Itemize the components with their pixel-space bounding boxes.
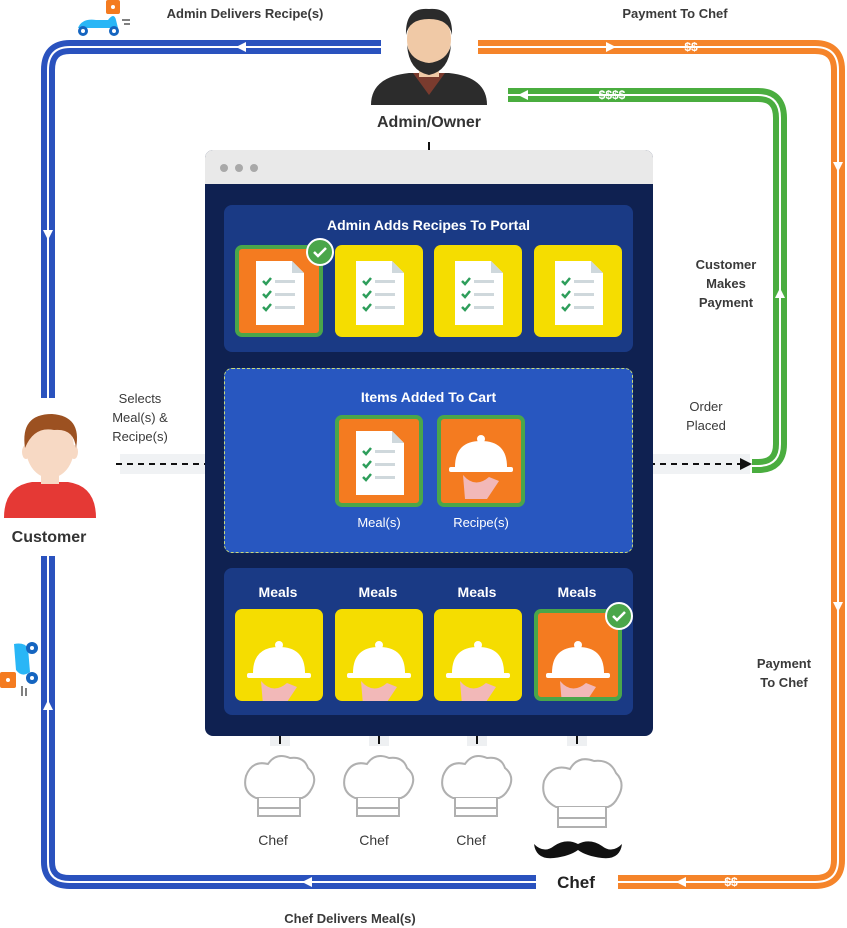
recipe-document-icon bbox=[555, 261, 603, 325]
chef-hat-icon bbox=[343, 755, 415, 817]
meals-title: Meals bbox=[557, 584, 597, 600]
meal-tile[interactable] bbox=[335, 609, 423, 701]
green-customer-payment-path bbox=[508, 88, 787, 473]
recipe-tile[interactable] bbox=[335, 245, 423, 337]
meal-tile[interactable] bbox=[235, 609, 323, 701]
window-dot bbox=[250, 164, 258, 172]
cart-recipe-tile[interactable] bbox=[437, 415, 525, 507]
serving-cloche-icon bbox=[446, 641, 510, 701]
selects-label: Selects Meal(s) & Recipe(s) bbox=[112, 391, 168, 444]
serving-cloche-icon bbox=[449, 435, 513, 499]
meals-title: Meals bbox=[457, 584, 497, 600]
window-dot bbox=[235, 164, 243, 172]
window-dot bbox=[220, 164, 228, 172]
meal-tile[interactable] bbox=[434, 609, 522, 701]
customer-payment-amount: $$$$ bbox=[598, 88, 626, 102]
orange-payment-path bbox=[478, 40, 845, 889]
chef-hat-icon bbox=[441, 755, 513, 817]
mustache-icon bbox=[534, 841, 622, 859]
window-titlebar bbox=[205, 150, 653, 184]
serving-cloche-icon bbox=[347, 641, 411, 701]
scooter-icon bbox=[78, 0, 130, 36]
chef-hat-icon bbox=[244, 755, 316, 817]
admin-delivers-label: Admin Delivers Recipe(s) bbox=[166, 6, 324, 21]
recipe-document-icon bbox=[256, 261, 304, 325]
recipe-document-icon bbox=[455, 261, 503, 325]
cart-meal-tile[interactable] bbox=[335, 415, 423, 507]
admin-label: Admin/Owner bbox=[376, 114, 481, 131]
chef-label: Chef bbox=[359, 832, 389, 848]
serving-cloche-icon bbox=[546, 641, 610, 697]
payment-to-chef-top-label: Payment To Chef bbox=[622, 6, 728, 21]
admin-avatar-icon bbox=[371, 8, 487, 105]
payment-bottom-amount: $$ bbox=[724, 875, 738, 889]
recipe-document-icon bbox=[356, 431, 404, 495]
customer-avatar-icon bbox=[4, 414, 96, 518]
meals-title: Meals bbox=[258, 584, 298, 600]
checkmark-icon bbox=[306, 238, 334, 266]
recipe-tile[interactable] bbox=[434, 245, 522, 337]
chef-label: Chef bbox=[456, 832, 486, 848]
order-placed-label: Order Placed bbox=[686, 399, 726, 433]
recipes-panel-title: Admin Adds Recipes To Portal bbox=[326, 217, 531, 233]
checkmark-icon bbox=[605, 602, 633, 630]
serving-cloche-icon bbox=[247, 641, 311, 701]
meals-title: Meals bbox=[358, 584, 398, 600]
cart-panel-title: Items Added To Cart bbox=[360, 389, 497, 405]
payment-top-amount: $$ bbox=[684, 40, 698, 54]
meals-panel: Meals Meals Meals Meals bbox=[224, 568, 633, 715]
customer-makes-payment-label: Customer Makes Payment bbox=[695, 257, 757, 310]
chef-label: Chef bbox=[258, 832, 288, 848]
chef-hat-icon bbox=[542, 758, 623, 828]
payment-to-chef-right-label: Payment To Chef bbox=[756, 656, 812, 690]
customer-label: Customer bbox=[11, 529, 87, 546]
main-chef-label: Chef bbox=[557, 873, 595, 892]
recipe-document-icon bbox=[356, 261, 404, 325]
blue-delivery-path bbox=[41, 40, 536, 889]
chef-delivers-label: Chef Delivers Meal(s) bbox=[284, 911, 416, 926]
cart-meal-caption: Meal(s) bbox=[357, 515, 401, 530]
scooter-icon bbox=[0, 642, 38, 696]
portal-window: Admin Adds Recipes To Portal bbox=[205, 150, 653, 736]
cart-panel: Items Added To Cart Meal(s) Recipe(s) bbox=[224, 368, 633, 553]
recipe-tile[interactable] bbox=[534, 245, 622, 337]
cart-recipe-caption: Recipe(s) bbox=[453, 515, 509, 530]
recipes-panel: Admin Adds Recipes To Portal bbox=[224, 205, 633, 352]
